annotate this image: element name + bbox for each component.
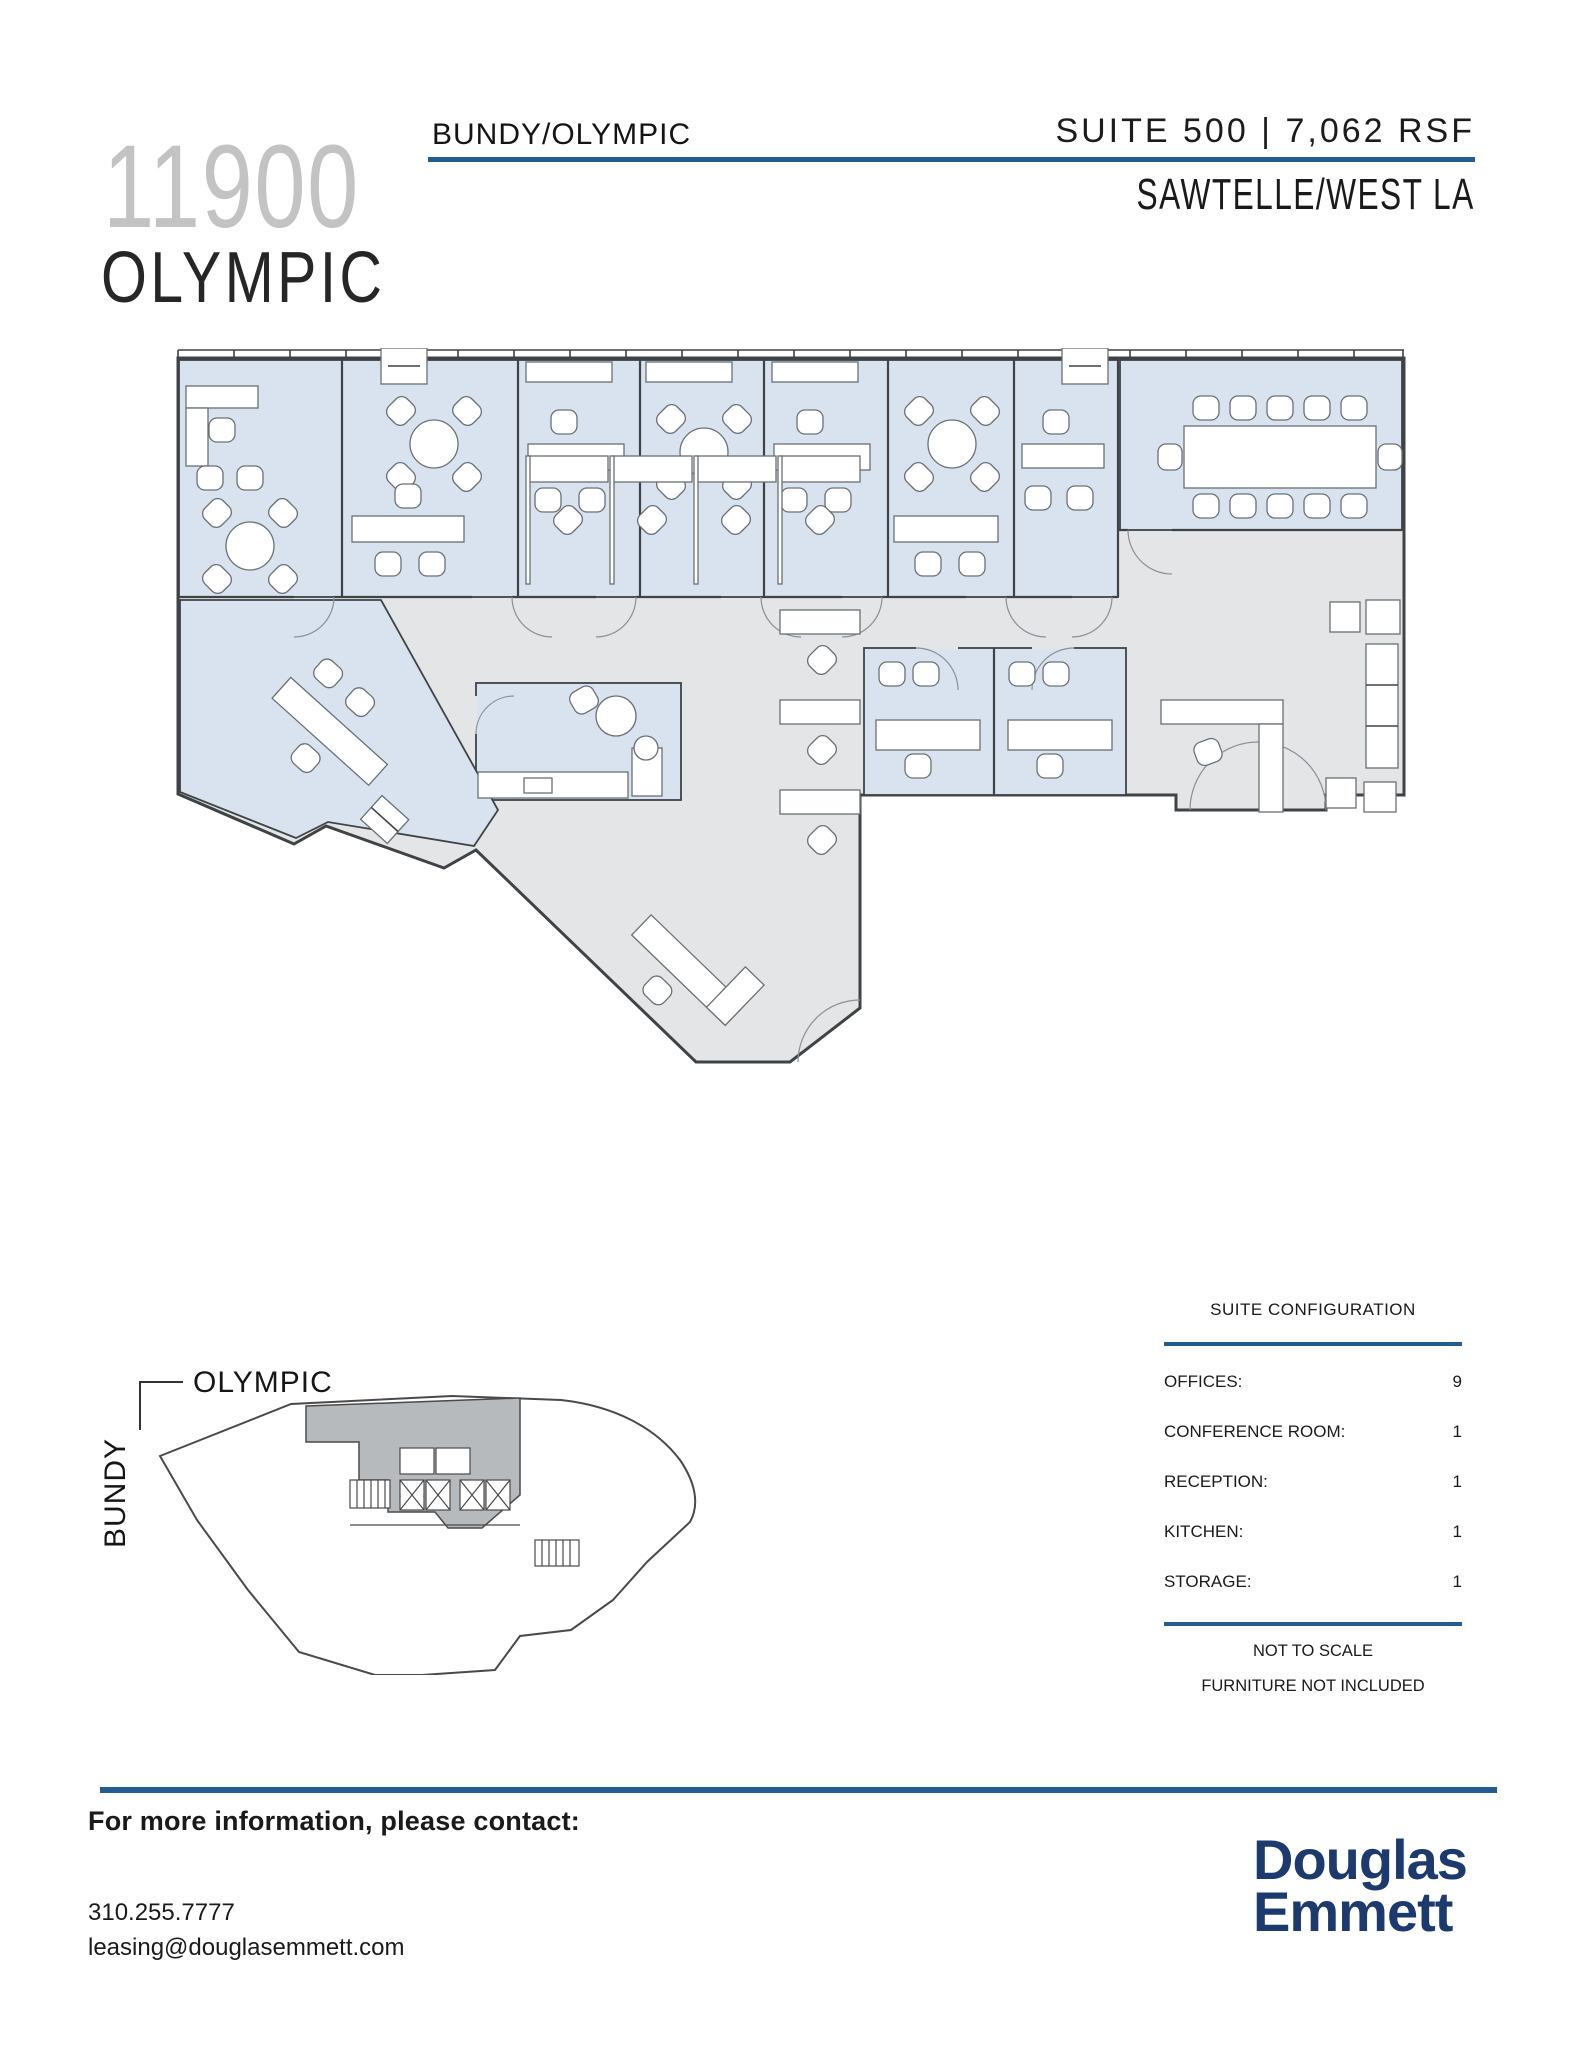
- corridor-desk: [630, 913, 766, 1027]
- logo-line-2: Emmett: [1253, 1880, 1453, 1944]
- footer-divider-rule: [100, 1787, 1497, 1793]
- contact-phone: 310.255.7777: [88, 1899, 235, 1926]
- floor-plan: [176, 348, 1406, 1064]
- config-row-reception: RECEPTION: 1: [1164, 1472, 1462, 1492]
- key-plan-street-bundy: BUNDY: [99, 1438, 132, 1548]
- building-core: [349, 1447, 580, 1567]
- office-door-arcs: [293, 529, 1173, 638]
- config-row-kitchen: KITCHEN: 1: [1164, 1522, 1462, 1542]
- config-row-offices: OFFICES: 9: [1164, 1372, 1462, 1392]
- corner-office-furniture: [271, 655, 389, 787]
- config-bottom-rule: [1164, 1622, 1462, 1626]
- cross-streets-label: BUNDY/OLYMPIC: [432, 118, 692, 151]
- key-plan-street-olympic: OLYMPIC: [193, 1366, 333, 1399]
- key-plan: OLYMPIC BUNDY: [99, 1366, 697, 1675]
- building-name: OLYMPIC: [101, 238, 386, 318]
- office-front-walls: [179, 528, 1402, 599]
- contact-email: leasing@douglasemmett.com: [88, 1934, 405, 1961]
- config-value: 1: [1452, 1422, 1462, 1441]
- config-row-storage: STORAGE: 1: [1164, 1572, 1462, 1592]
- building-number: 11900: [103, 121, 360, 253]
- config-label: KITCHEN:: [1164, 1522, 1244, 1541]
- header-divider-rule: [428, 157, 1475, 162]
- submarket-label: SAWTELLE/WEST LA: [1136, 170, 1475, 219]
- corridor-door-arc: [797, 999, 861, 1063]
- storage-fixture: [359, 794, 410, 845]
- waiting-area: [1325, 599, 1401, 813]
- config-row-conference: CONFERENCE ROOM: 1: [1164, 1422, 1462, 1442]
- suite-configuration: SUITE CONFIGURATION OFFICES: 9 CONFERENC…: [1164, 1300, 1462, 1712]
- config-value: 1: [1452, 1472, 1462, 1491]
- config-label: OFFICES:: [1164, 1372, 1243, 1391]
- olympic-leader-line: [139, 1381, 183, 1430]
- douglas-emmett-logo: Douglas Emmett: [1253, 1828, 1468, 1944]
- config-label: RECEPTION:: [1164, 1472, 1268, 1491]
- logo-line-1: Douglas: [1253, 1828, 1468, 1891]
- config-label: STORAGE:: [1164, 1572, 1252, 1591]
- window-mullion-ticks: [177, 350, 1404, 358]
- column-detail: [380, 348, 1109, 385]
- not-to-scale-note: NOT TO SCALE: [1252, 1642, 1374, 1660]
- contact-heading: For more information, please contact:: [88, 1806, 580, 1836]
- interior-office-furniture: [875, 661, 1113, 779]
- suite-and-rsf-label: SUITE 500 | 7,062 RSF: [1055, 112, 1475, 150]
- config-value: 1: [1452, 1572, 1462, 1591]
- config-value: 9: [1452, 1372, 1462, 1391]
- conference-furniture: [1157, 395, 1403, 519]
- reception-desk: [1160, 699, 1284, 813]
- config-value: 1: [1452, 1522, 1462, 1541]
- workstations: [525, 455, 861, 859]
- furniture-note: FURNITURE NOT INCLUDED: [1201, 1677, 1425, 1695]
- config-label: CONFERENCE ROOM:: [1164, 1422, 1346, 1441]
- config-title: SUITE CONFIGURATION: [1210, 1300, 1416, 1319]
- building-footprint: [158, 1394, 697, 1675]
- config-top-rule: [1164, 1342, 1462, 1346]
- kitchen-furniture: [477, 682, 663, 799]
